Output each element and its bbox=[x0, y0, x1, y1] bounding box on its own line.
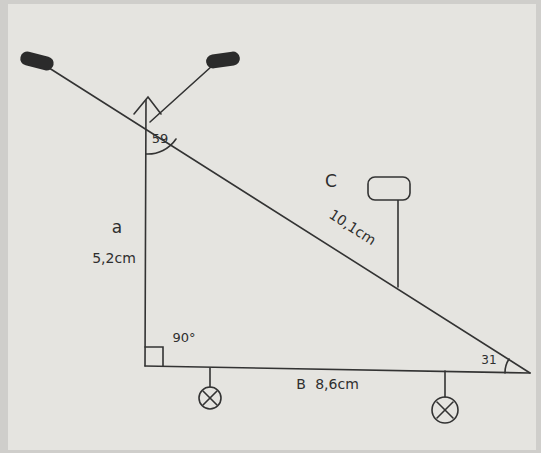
side-b-line bbox=[145, 366, 530, 373]
dimension-label: 5,2cm bbox=[92, 251, 136, 266]
wheel-cross bbox=[203, 391, 217, 405]
wheel bbox=[432, 397, 458, 423]
dimension-label: 31 bbox=[481, 354, 496, 367]
handle-grip bbox=[205, 51, 241, 70]
handle-grip bbox=[19, 50, 55, 72]
wheel-cross bbox=[203, 391, 217, 405]
wheel bbox=[199, 387, 221, 409]
sign-stem bbox=[397, 200, 399, 287]
sign-board bbox=[368, 177, 410, 200]
handle-line bbox=[150, 66, 212, 122]
side-a-line bbox=[145, 100, 146, 366]
wheel-cross bbox=[437, 402, 453, 418]
dimension-label: a bbox=[112, 218, 122, 237]
right-angle-mark bbox=[145, 347, 163, 366]
angle-arc bbox=[505, 359, 509, 373]
dimension-label: 90° bbox=[172, 331, 195, 345]
peak-mark bbox=[134, 97, 161, 114]
dimension-label: B bbox=[296, 377, 306, 392]
hypotenuse-line bbox=[46, 66, 530, 373]
dimension-label: 8,6cm bbox=[315, 377, 359, 392]
dimension-label: C bbox=[325, 172, 337, 191]
dimension-label: 59 bbox=[152, 132, 169, 146]
paper bbox=[8, 4, 536, 450]
wheel-stem bbox=[209, 368, 211, 387]
wheel-cross bbox=[437, 402, 453, 418]
wheel-stem bbox=[444, 371, 446, 397]
dimension-label: 10,1cm bbox=[326, 207, 378, 249]
